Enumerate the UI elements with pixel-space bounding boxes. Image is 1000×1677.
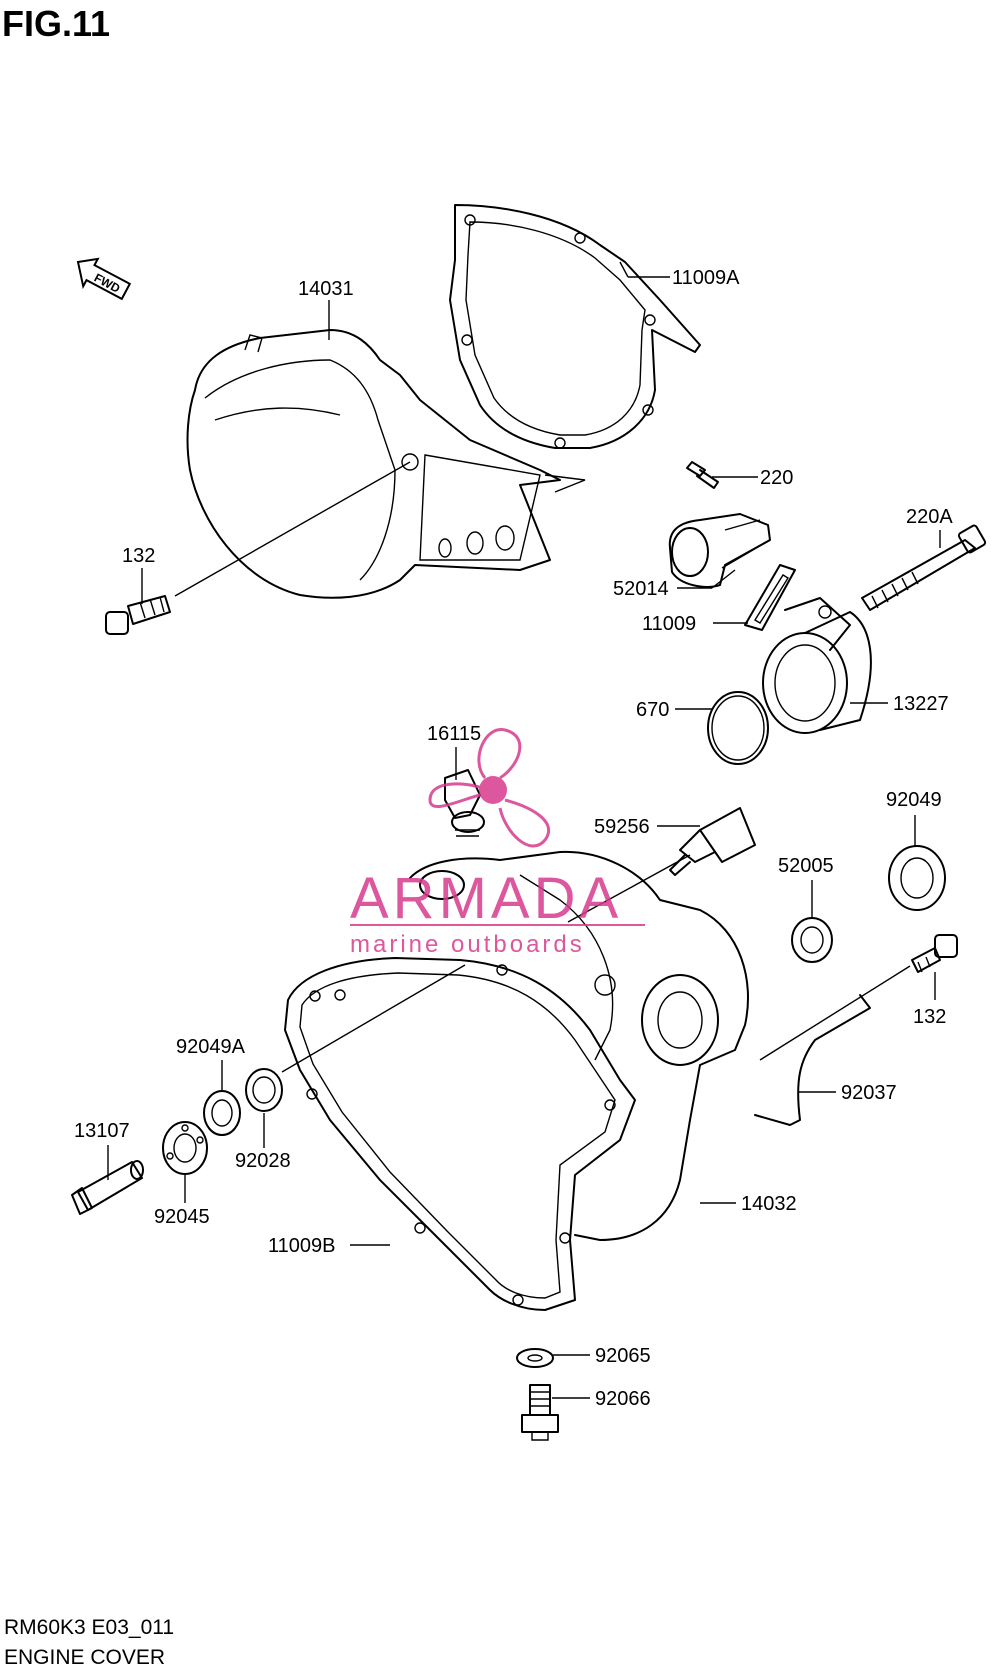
part-92045-bearing	[162, 1121, 208, 1175]
part-670-o-ring	[707, 691, 769, 765]
label-14032: 14032	[741, 1193, 797, 1215]
part-59256-sensor	[669, 807, 756, 876]
part-92049A-oil-seal	[203, 1090, 241, 1136]
label-16115: 16115	[427, 723, 481, 745]
leader-lines	[107, 261, 941, 1399]
label-92066: 92066	[595, 1388, 651, 1410]
part-13227-intake-pipe	[762, 597, 872, 734]
forward-direction-arrow: FWD	[76, 257, 132, 301]
label-670: 670	[636, 699, 669, 721]
model-code: RM60K3 E03_011	[4, 1616, 175, 1639]
part-92037-spring	[754, 994, 871, 1126]
section-name: ENGINE COVER	[4, 1646, 166, 1669]
label-220: 220	[760, 467, 793, 489]
part-14031-cover	[186, 329, 586, 599]
part-52005-bushing	[791, 917, 833, 963]
part-220-screw	[686, 461, 719, 489]
label-11009B: 11009B	[268, 1235, 335, 1257]
part-52014-pipe	[668, 513, 771, 588]
part-11009-small-gasket	[744, 564, 796, 631]
label-52014: 52014	[613, 578, 669, 600]
part-16115-plug	[444, 769, 485, 837]
part-92028-collar	[245, 1068, 283, 1112]
label-92028: 92028	[235, 1150, 291, 1172]
part-11009A-gasket	[449, 204, 701, 449]
part-14032-cover	[409, 850, 749, 1241]
label-14031: 14031	[298, 278, 354, 300]
watermark-tagline: marine outboards	[350, 931, 585, 958]
part-number-labels: 14031 11009A 220 220A 132 52014 11009 67…	[74, 267, 953, 1410]
watermark-brand: ARMADA	[350, 866, 622, 931]
watermark: ARMADA marine outboards	[350, 728, 645, 958]
part-13107-shaft	[71, 1160, 144, 1215]
label-132-upper: 132	[122, 545, 155, 567]
part-92065-washer	[516, 1348, 554, 1368]
label-132-lower: 132	[913, 1006, 946, 1028]
part-132-bolt-upper	[105, 595, 171, 635]
label-59256: 59256	[594, 816, 650, 838]
part-92049-oil-seal	[888, 845, 946, 911]
figure-title: FIG.11	[2, 3, 111, 44]
label-13107: 13107	[74, 1120, 130, 1142]
label-92065: 92065	[595, 1345, 651, 1367]
label-220A: 220A	[906, 506, 953, 528]
part-132-bolt-lower	[911, 934, 958, 973]
label-13227: 13227	[893, 693, 949, 715]
part-92066-bolt	[521, 1384, 559, 1441]
label-92049A: 92049A	[176, 1036, 246, 1058]
label-11009: 11009	[642, 613, 696, 635]
label-92049: 92049	[886, 789, 942, 811]
label-52005: 52005	[778, 855, 834, 877]
label-92045: 92045	[154, 1206, 210, 1228]
label-11009A: 11009A	[672, 267, 740, 289]
propeller-logo-icon	[428, 728, 551, 848]
label-92037: 92037	[841, 1082, 897, 1104]
part-220A-long-bolt	[861, 524, 987, 611]
part-11009B-gasket	[284, 957, 636, 1311]
